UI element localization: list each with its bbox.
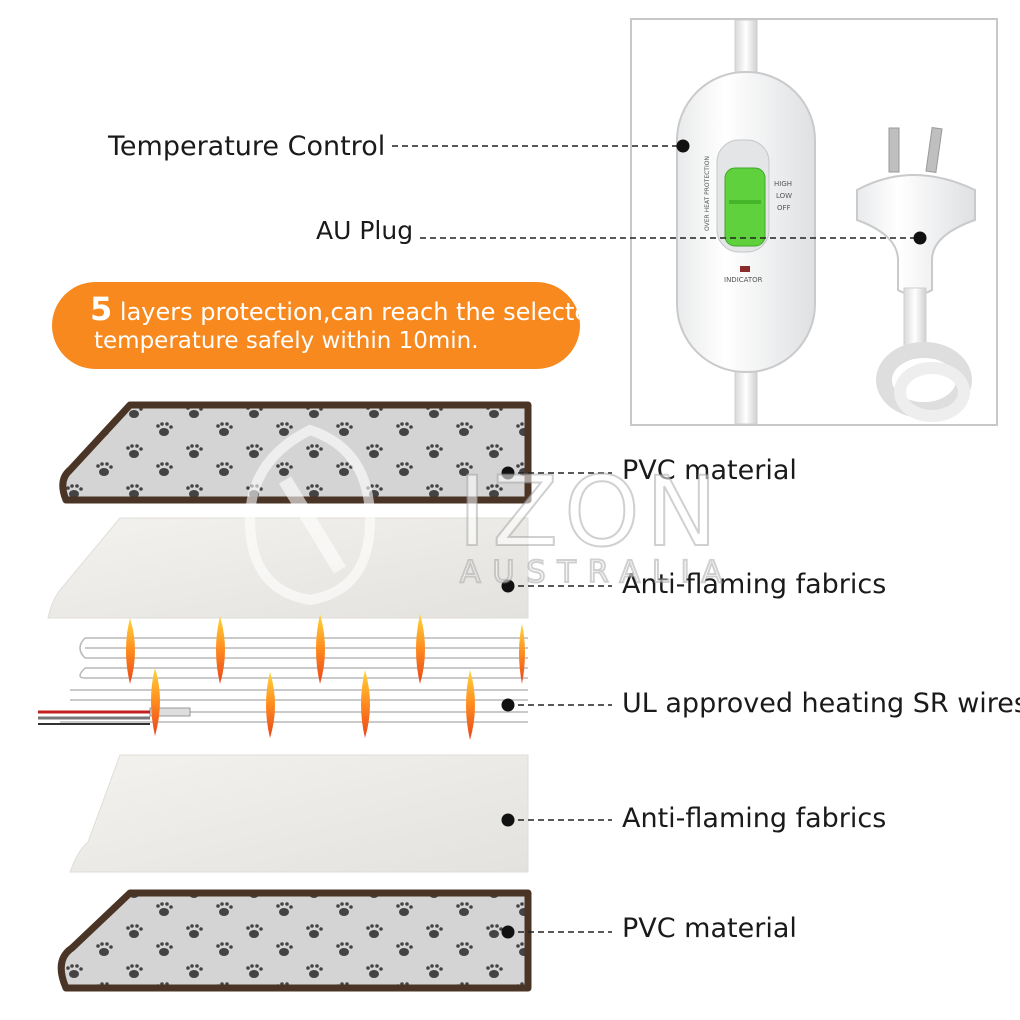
watermark-emblem <box>244 424 376 606</box>
callout-line-1: 5 layers protection,can reach the select… <box>90 290 604 328</box>
callout-line1-text: layers protection,can reach the selected <box>112 298 605 326</box>
switch-label-off: OFF <box>777 204 791 212</box>
callout-number: 5 <box>90 290 113 328</box>
switch-label-high: HIGH <box>774 180 793 188</box>
controller-illustration <box>676 19 976 425</box>
protection-callout: 5 layers protection,can reach the select… <box>52 282 604 369</box>
layer-label-fabric-top: Anti-flaming fabrics <box>622 569 887 600</box>
layer-label-pvc-bottom: PVC material <box>622 913 797 944</box>
watermark-sub: AUSTRALIA <box>459 555 735 591</box>
watermark-logo <box>230 420 390 614</box>
controller-photo: HIGH LOW OFF OVER HEAT PROTECTION INDICA… <box>630 18 998 426</box>
watermark-brand: IZON <box>457 456 724 568</box>
layer-label-fabric-bottom: Anti-flaming fabrics <box>622 803 887 834</box>
layer-label-pvc-top: PVC material <box>622 455 797 486</box>
callout-line-2: temperature safely within 10min. <box>94 328 479 354</box>
temperature-control-label: Temperature Control <box>108 131 386 162</box>
switch-label-low: LOW <box>776 192 793 200</box>
au-plug-label: AU Plug <box>316 216 414 245</box>
indicator-label: INDICATOR <box>724 276 763 284</box>
layer-label-heating-wires: UL approved heating SR wires <box>622 688 1020 719</box>
